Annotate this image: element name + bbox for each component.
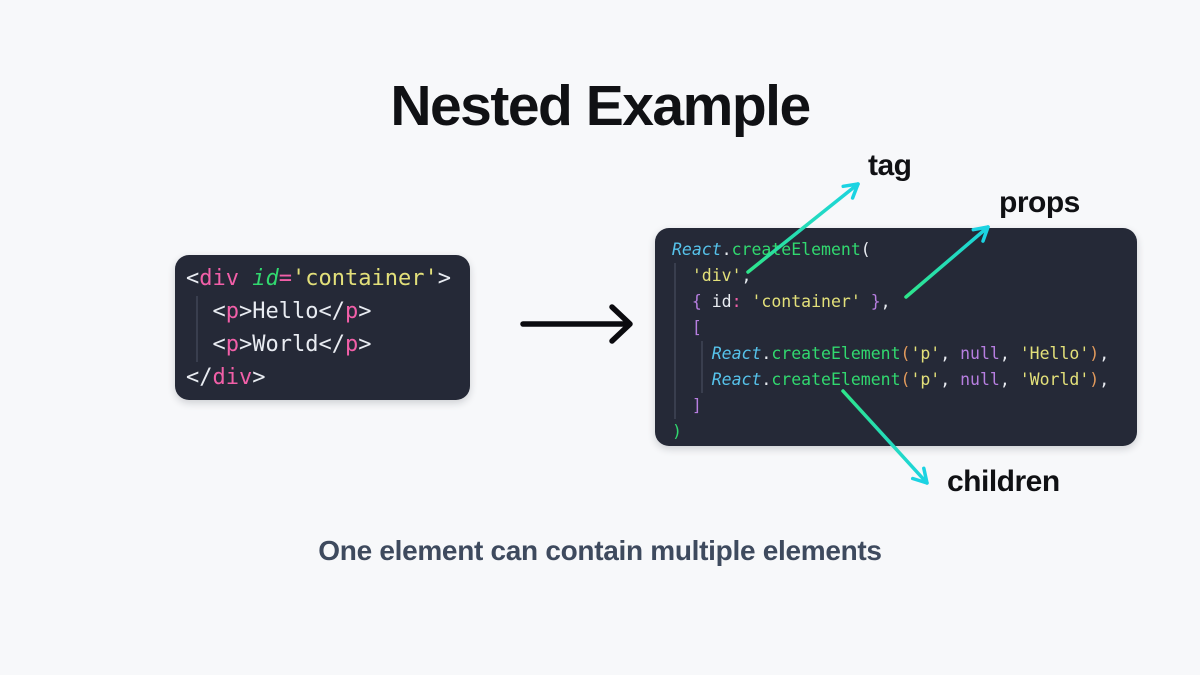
indent-guide [701, 341, 703, 393]
caption-text: One element can contain multiple element… [318, 535, 882, 566]
code-line: <div id='container'> [186, 266, 451, 291]
code-line: { id: 'container' }, [691, 292, 891, 311]
indent-guide [196, 296, 198, 362]
code-line: </div> [186, 365, 266, 390]
children-label: children [947, 465, 1060, 498]
code-line: <p>World</p> [212, 332, 372, 357]
code-line: [ [691, 318, 702, 337]
transform-arrow [520, 304, 633, 344]
code-line: ] [691, 396, 702, 415]
tag-label: tag [868, 149, 912, 182]
indent-guide [674, 263, 676, 419]
code-line: 'div', [691, 266, 752, 285]
page-title: Nested Example [390, 74, 811, 138]
code-line: <p>Hello</p> [212, 299, 372, 324]
code-line: ) [672, 422, 682, 441]
code-line: React.createElement('p', null, 'World'), [711, 370, 1110, 389]
code-line: React.createElement('p', null, 'Hello'), [711, 344, 1110, 363]
props-label: props [999, 186, 1080, 219]
html-code-block: <div id='container'> <p>Hello</p> <p>Wor… [175, 255, 470, 400]
react-code-block: React.createElement( 'div', { id: 'conta… [655, 228, 1137, 446]
code-line: React.createElement( [672, 240, 871, 259]
